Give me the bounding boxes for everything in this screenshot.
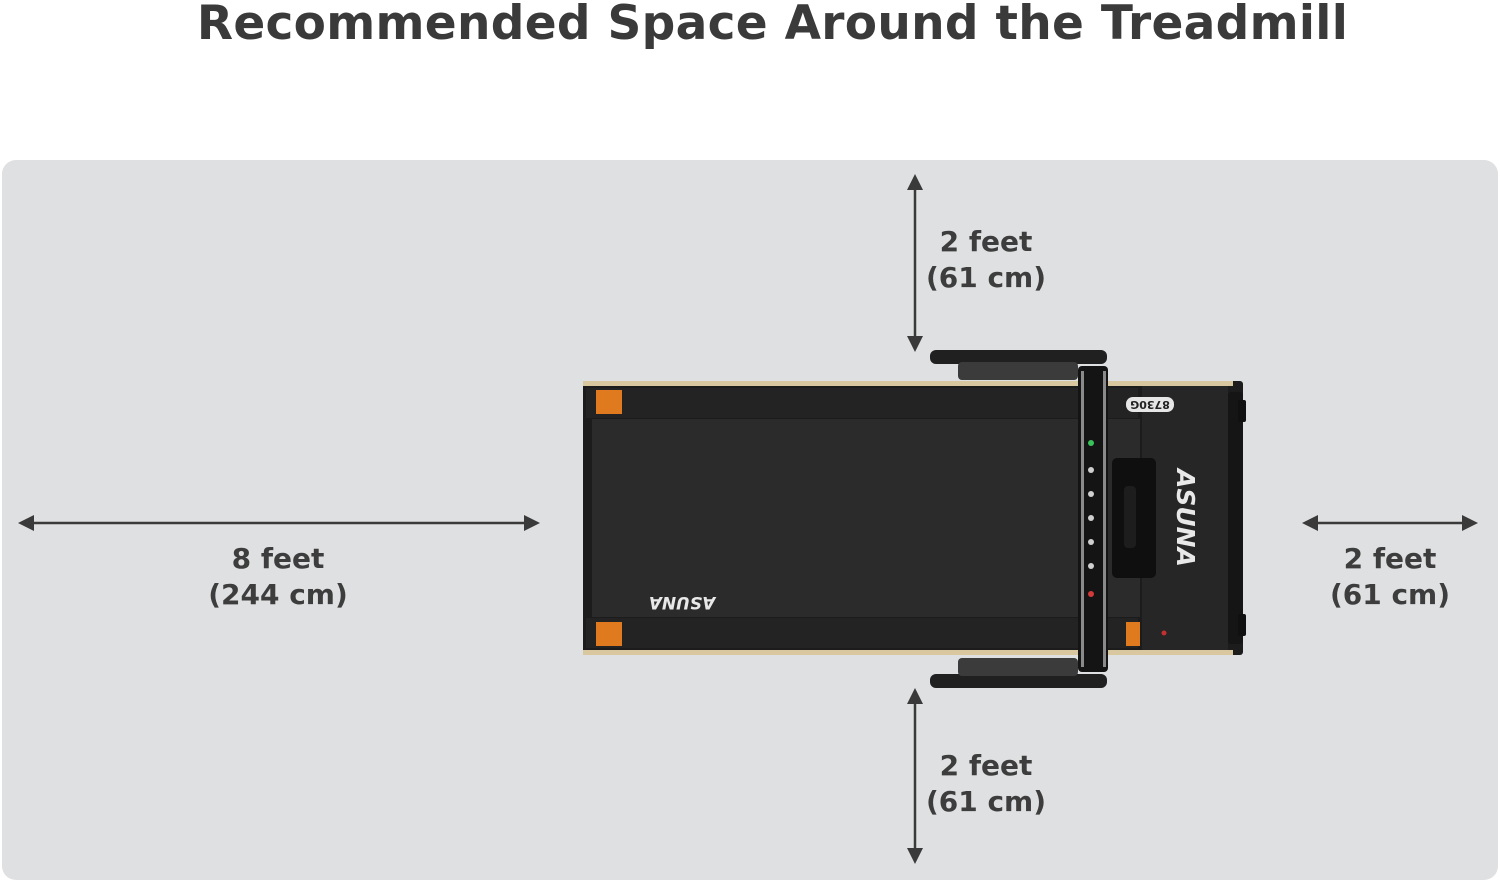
stop-button-icon [1088,591,1094,597]
motor-hood [1142,386,1228,650]
rear-clearance-feet: 8 feet [231,542,325,575]
top-clearance-cm: (61 cm) [925,261,1047,294]
bottom-handlebar [930,674,1107,688]
power-indicator-icon [1088,440,1094,446]
warning-label-icon [1126,622,1140,646]
top-handlebar [930,350,1107,364]
front-clearance-cm: (61 cm) [1329,578,1451,611]
warning-label-icon [596,390,622,414]
hood-brand-logo: ASUNA [1171,467,1200,567]
bottom-clearance-label: 2 feet (61 cm) [906,748,1066,820]
front-clearance-label: 2 feet (61 cm) [1310,541,1470,613]
console-button-icon [1088,491,1094,497]
bottom-clearance-arrow [907,688,923,864]
front-clearance-arrow [1302,515,1478,531]
bottom-rail-accent [583,650,1233,655]
rear-clearance-arrow [18,515,540,531]
belt-brand-logo: ASUNA [649,592,718,612]
top-clearance-label: 2 feet (61 cm) [906,224,1066,296]
console-button-icon [1088,467,1094,473]
bottom-clearance-feet: 2 feet [939,749,1033,782]
model-badge-label: 8730G [1130,398,1170,411]
console-button-icon [1088,563,1094,569]
treadmill-top-view: 8730G ASUNA ASUNA [583,350,1246,688]
running-belt [592,419,1140,617]
front-clearance-feet: 2 feet [1343,542,1437,575]
rear-clearance-label: 8 feet (244 cm) [178,541,378,613]
top-clearance-arrow [907,174,923,352]
page-title: Recommended Space Around the Treadmill [196,0,1349,51]
warning-label-icon [596,622,622,646]
top-rail-accent [583,381,1233,386]
bottom-clearance-cm: (61 cm) [925,785,1047,818]
model-badge [1126,397,1174,412]
console-button-icon [1088,515,1094,521]
rear-clearance-cm: (244 cm) [208,578,348,611]
top-clearance-feet: 2 feet [939,225,1033,258]
console-button-icon [1088,539,1094,545]
